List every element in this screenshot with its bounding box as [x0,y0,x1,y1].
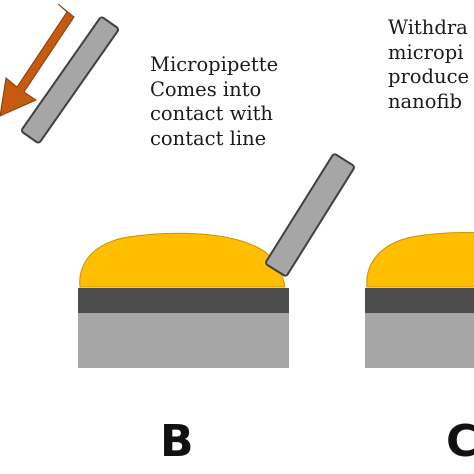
droplet-c [366,231,474,288]
panel-label-b: B [160,416,194,467]
caption-b-line: contact line [150,126,267,150]
caption-c-line: produce [388,65,470,88]
substrate-b [78,313,289,368]
caption-panel-c: Withdra micropi produce nanofib [388,16,469,114]
panel-label-c: C [446,416,474,467]
micropipette-a [21,16,119,144]
caption-b-line: contact with [150,102,273,125]
film-layer-c [365,288,474,313]
caption-b-line: Comes into [150,77,262,101]
micropipette-b [265,153,355,277]
substrate-c [365,313,474,368]
droplet-b [79,232,286,288]
caption-panel-b: Micropipette Comes into contact with con… [150,53,278,151]
film-layer-b [78,288,289,313]
motion-arrow [0,3,75,117]
caption-c-line: nanofib [388,89,462,113]
caption-b-line: Micropipette [150,53,279,76]
caption-c-line: micropi [388,40,464,64]
caption-c-line: Withdra [388,16,468,39]
